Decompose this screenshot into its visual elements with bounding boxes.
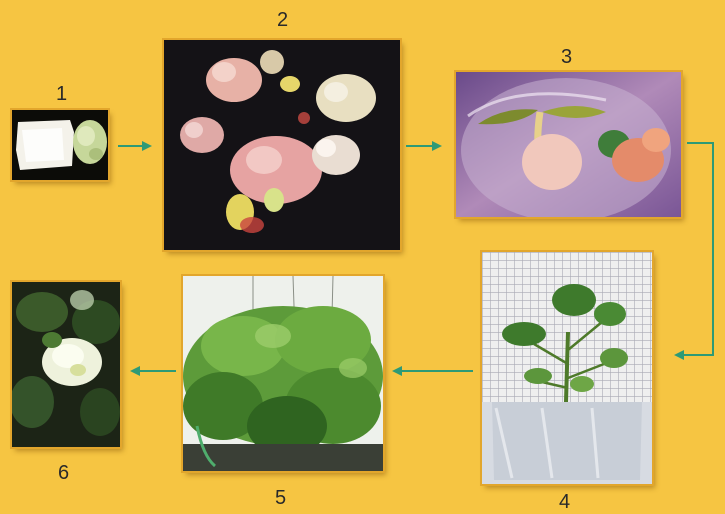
germinating-embryo-photo bbox=[456, 72, 681, 217]
greenhouse-plants-photo bbox=[183, 276, 383, 471]
step-number-2: 2 bbox=[277, 9, 288, 32]
step-number-1: 1 bbox=[56, 83, 67, 106]
flowering-cotton-photo bbox=[12, 282, 120, 447]
callus-explant-photo bbox=[12, 110, 108, 180]
embryogenic-callus-photo bbox=[164, 40, 400, 250]
step-number-3: 3 bbox=[561, 46, 572, 69]
step-number-6: 6 bbox=[58, 462, 69, 485]
step-number-4: 4 bbox=[559, 491, 570, 514]
plantlet-in-jar-photo bbox=[482, 252, 652, 484]
arrow-3-to-4 bbox=[676, 143, 713, 355]
step-number-5: 5 bbox=[275, 487, 286, 510]
